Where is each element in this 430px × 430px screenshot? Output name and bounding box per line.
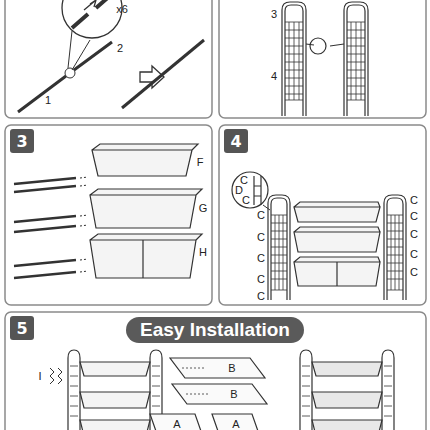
step-2-art [282, 2, 368, 116]
step-number: 4 [230, 132, 241, 151]
part-letter: D [235, 185, 243, 196]
part-letter: B [230, 389, 237, 400]
screw-icon [50, 368, 62, 384]
side-frame [344, 2, 368, 116]
part-letter: C [410, 229, 418, 240]
frame-grid [347, 22, 365, 100]
side-frame [300, 350, 394, 430]
panel-frame [219, 0, 426, 118]
dashed-guide [182, 368, 210, 394]
part-letter: C [257, 210, 265, 221]
part-letter: C [257, 232, 265, 243]
part-letter: G [199, 203, 208, 214]
tray [90, 234, 202, 278]
frame-grid [285, 22, 303, 100]
tray [294, 227, 380, 252]
step-number: 5 [16, 319, 27, 338]
part-letter: C [410, 267, 418, 278]
detail-marker [310, 38, 326, 54]
part-letter: I [38, 371, 41, 382]
tray [294, 202, 380, 222]
step-3-art [14, 144, 202, 278]
side-frame [68, 350, 162, 430]
step-badge: 3 [10, 129, 34, 153]
part-letter: A [173, 419, 180, 430]
part-letter: C [410, 249, 418, 260]
part-letter: C [257, 291, 265, 302]
part-letter: A [232, 419, 239, 430]
tray [90, 189, 202, 228]
step-4-art [232, 172, 406, 300]
step-badge: 4 [224, 129, 248, 153]
step-5-art [50, 350, 394, 430]
magnifier-circle [62, 0, 122, 38]
panel-frame [5, 125, 212, 305]
step-badge: 5 [10, 316, 34, 340]
title-banner: Easy Installation [126, 317, 304, 343]
callout-number: 1 [45, 95, 51, 106]
banner-title: Easy Installation [140, 319, 290, 341]
part-letter: C [410, 211, 418, 222]
rod [18, 42, 112, 112]
tray [92, 144, 198, 176]
callout-number: 2 [117, 43, 123, 54]
callout-number: 3 [271, 9, 277, 20]
rod [14, 178, 76, 278]
part-letter: B [228, 363, 235, 374]
part-letter: C [410, 195, 418, 206]
tray [80, 362, 150, 430]
side-frame [282, 2, 306, 116]
part-letter: F [197, 157, 204, 168]
magnifier-circle [232, 172, 268, 208]
joint-line [306, 44, 344, 46]
part-letter: H [199, 247, 207, 258]
side-frame [268, 195, 290, 300]
part-letter: C [242, 195, 250, 206]
frame-grid [271, 215, 287, 290]
detail-marker [65, 68, 75, 78]
part-letter: C [257, 274, 265, 285]
step-number: 3 [16, 132, 27, 151]
panel-frame [219, 125, 426, 305]
callout-number: 4 [271, 71, 277, 82]
side-frame [384, 195, 406, 300]
assembled-rod [122, 40, 204, 108]
frame-grid [387, 215, 403, 290]
part-letter: C [257, 253, 265, 264]
shelf-panel [170, 358, 267, 404]
rod-detail [72, 0, 112, 28]
step-1-art [18, 0, 204, 112]
frame-detail [254, 176, 261, 205]
insert-line [80, 177, 88, 272]
arrow [84, 0, 96, 10]
tray [294, 257, 380, 286]
callout-number: x6 [116, 4, 128, 15]
tray [312, 362, 382, 430]
shelf-panel [150, 414, 259, 430]
